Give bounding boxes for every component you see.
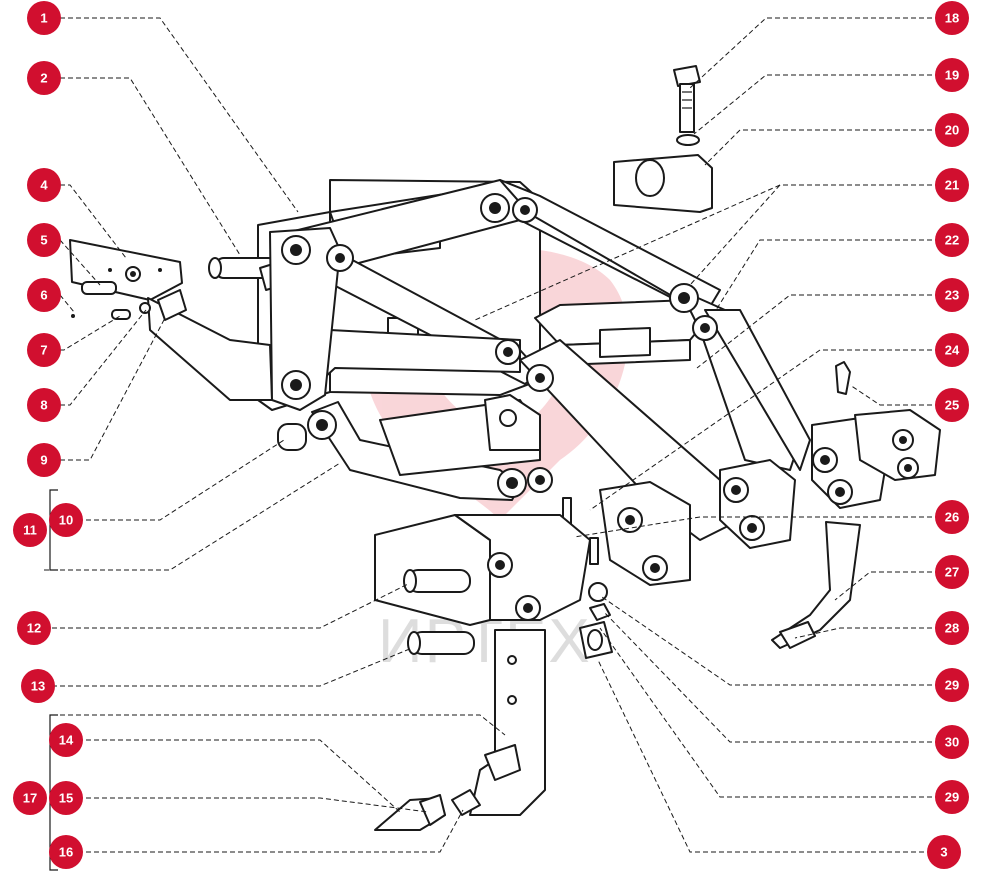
mounting-plate: [69, 239, 273, 401]
svg-text:28: 28: [945, 621, 959, 636]
callout-4: 4: [27, 168, 61, 202]
callout-29-lower: 29: [935, 780, 969, 814]
callout-23: 23: [935, 278, 969, 312]
callout-25: 25: [935, 388, 969, 422]
callout-19: 19: [935, 58, 969, 92]
svg-text:21: 21: [945, 178, 959, 193]
callout-14: 14: [49, 723, 83, 757]
callout-24: 24: [935, 333, 969, 367]
svg-text:30: 30: [945, 735, 959, 750]
callout-17: 17: [13, 781, 47, 815]
svg-text:19: 19: [945, 68, 959, 83]
callout-22: 22: [935, 223, 969, 257]
svg-text:17: 17: [23, 791, 37, 806]
callout-18: 18: [935, 1, 969, 35]
svg-text:13: 13: [31, 679, 45, 694]
svg-text:1: 1: [40, 11, 47, 26]
callouts: 1 2 4 5 6 7 8 9 10 11 12 13 14 15 16 17 …: [13, 1, 969, 869]
callout-13: 13: [21, 669, 55, 703]
callout-3: 3: [927, 835, 961, 869]
callout-20: 20: [935, 113, 969, 147]
shovel-tip: [374, 789, 481, 831]
callout-16: 16: [49, 835, 83, 869]
callout-30: 30: [935, 725, 969, 759]
center-bracket: [379, 394, 553, 498]
callout-5: 5: [27, 223, 61, 257]
svg-text:7: 7: [40, 343, 47, 358]
callout-27: 27: [935, 555, 969, 589]
svg-text:26: 26: [945, 510, 959, 525]
svg-text:16: 16: [59, 845, 73, 860]
svg-text:10: 10: [59, 513, 73, 528]
callout-9: 9: [27, 443, 61, 477]
small-hardware: [579, 582, 613, 659]
rear-hinges: [719, 409, 941, 549]
svg-text:9: 9: [40, 453, 47, 468]
svg-text:22: 22: [945, 233, 959, 248]
callout-1: 1: [27, 1, 61, 35]
callout-10: 10: [49, 503, 83, 537]
svg-text:6: 6: [40, 288, 47, 303]
callout-26: 26: [935, 500, 969, 534]
callout-8: 8: [27, 388, 61, 422]
callout-29-upper: 29: [935, 668, 969, 702]
callout-12: 12: [17, 611, 51, 645]
svg-text:18: 18: [945, 11, 959, 26]
svg-text:12: 12: [27, 621, 41, 636]
svg-text:8: 8: [40, 398, 47, 413]
svg-text:15: 15: [59, 791, 73, 806]
svg-text:25: 25: [945, 398, 959, 413]
svg-text:5: 5: [40, 233, 47, 248]
svg-text:27: 27: [945, 565, 959, 580]
spring-tine: [771, 521, 861, 649]
front-links: [269, 193, 538, 411]
svg-text:4: 4: [40, 178, 48, 193]
svg-text:3: 3: [940, 845, 947, 860]
callout-11: 11: [13, 513, 47, 547]
lower-box: [374, 514, 591, 655]
bolt-assembly: [613, 65, 851, 395]
rear-links: [495, 283, 811, 541]
svg-text:14: 14: [59, 733, 74, 748]
upper-links: [289, 179, 721, 401]
svg-text:2: 2: [40, 71, 47, 86]
svg-text:24: 24: [945, 343, 960, 358]
svg-text:29: 29: [945, 678, 959, 693]
svg-text:23: 23: [945, 288, 959, 303]
shank: [469, 629, 546, 816]
callout-28: 28: [935, 611, 969, 645]
callout-21: 21: [935, 168, 969, 202]
callout-6: 6: [27, 278, 61, 312]
svg-text:29: 29: [945, 790, 959, 805]
callout-2: 2: [27, 61, 61, 95]
svg-text:11: 11: [23, 523, 37, 538]
callout-7: 7: [27, 333, 61, 367]
svg-text:20: 20: [945, 123, 959, 138]
callout-15: 15: [49, 781, 83, 815]
